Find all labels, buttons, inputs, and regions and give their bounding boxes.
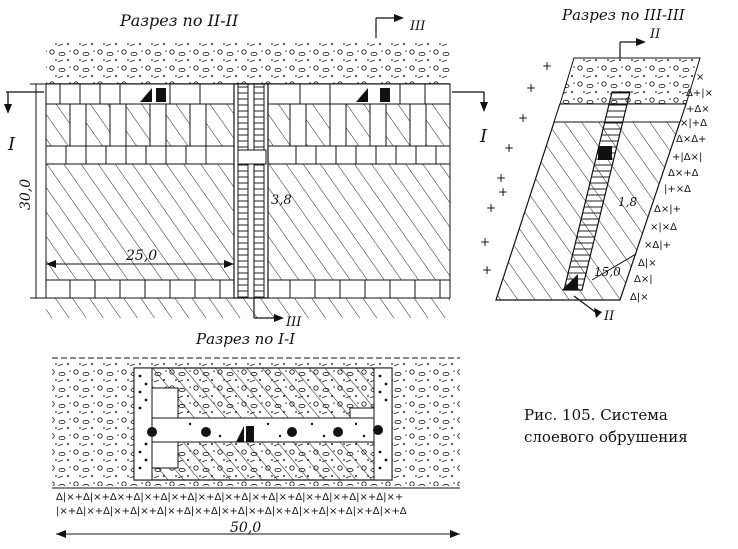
svg-text:|+×Δ: |+×Δ [664, 184, 691, 195]
inclined-rubble [559, 57, 701, 105]
svg-text:+: + [498, 185, 508, 199]
rock-symbols-left: +++ +++ +++ [480, 59, 552, 277]
marker-iii-bottom: III [285, 315, 302, 330]
svg-text:Δ+|×: Δ+|× [686, 88, 713, 99]
marker-iii-top: III [409, 19, 426, 34]
dim-raise-width: 3,8 [271, 193, 292, 208]
svg-text:×Δ|+: ×Δ|+ [644, 240, 671, 251]
svg-text:×|×Δ: ×|×Δ [650, 222, 677, 233]
section-title-i: Разрез по I-I [195, 330, 296, 348]
ground-base [46, 298, 450, 318]
drift-marker [380, 88, 390, 102]
svg-text:+: + [526, 81, 536, 95]
drift-marker [156, 88, 166, 102]
plan-wall-right [373, 367, 393, 481]
section-i-i: Разрез по I-I [52, 330, 460, 538]
pillar-row-mid [65, 146, 437, 164]
svg-text:+: + [496, 171, 506, 185]
svg-text:×: × [696, 72, 704, 83]
svg-text:+: + [480, 235, 490, 249]
svg-text:+: + [542, 59, 552, 73]
rubble-layer [46, 40, 450, 84]
svg-text:Δ|×+Δ|×+Δ×+Δ|×+Δ|×+Δ|×+Δ|×+Δ|×: Δ|×+Δ|×+Δ×+Δ|×+Δ|×+Δ|×+Δ|×+Δ|×+Δ|×+Δ|×+Δ… [56, 492, 403, 503]
svg-text:+: + [486, 201, 496, 215]
drift-marker [140, 88, 152, 102]
svg-text:Δ×|: Δ×| [634, 274, 653, 285]
svg-text:+: + [482, 263, 492, 277]
plan-wall-left [133, 367, 153, 481]
marker-i-left: I [7, 134, 16, 155]
section-ii-ii: 30,0 25,0 3,8 I I III III Разрез по II-I… [4, 11, 488, 330]
rock-symbols-right: × Δ+|× +Δ× ×|+Δ Δ×Δ+ +|Δ×| Δ×+Δ |+×Δ Δ×|+ ×|×Δ… [630, 72, 713, 303]
drift-dots [188, 422, 366, 438]
svg-text:|×+Δ|×+Δ|×+Δ|×+Δ|×+Δ|×+Δ|×+Δ|×: |×+Δ|×+Δ|×+Δ|×+Δ|×+Δ|×+Δ|×+Δ|×+Δ|×+Δ|×+Δ… [56, 506, 407, 517]
raise-ladder [253, 83, 265, 299]
dim-span: 25,0 [125, 248, 157, 264]
marker-i-right: I [479, 126, 488, 147]
caption-line-2: слоевого обрушения [524, 428, 688, 446]
raise-marker [562, 274, 578, 290]
raise-ladder [237, 83, 249, 299]
svg-text:Δ|×: Δ|× [638, 258, 657, 269]
dim-plan-length: 50,0 [230, 520, 261, 536]
marker-ii-top: II [649, 27, 661, 42]
svg-text:Δ×Δ+: Δ×Δ+ [676, 134, 706, 145]
inclined-raise [563, 91, 631, 291]
dim-height: 30,0 [18, 179, 34, 210]
svg-text:Δ|×: Δ|× [630, 292, 649, 303]
caption-line-1: Рис. 105. Система [524, 406, 668, 424]
section-iii-iii: Разрез по III-III II +++ +++ +++ ×Δ+|×+Δ… [480, 6, 713, 324]
section-title-ii: Разрез по II-II [119, 11, 239, 30]
svg-text:×|+Δ: ×|+Δ [680, 118, 707, 129]
svg-text:Δ×+Δ: Δ×+Δ [668, 168, 699, 179]
svg-text:+: + [518, 111, 528, 125]
svg-text:+Δ×: +Δ× [686, 104, 710, 115]
svg-text:+|Δ×|: +|Δ×| [672, 152, 702, 163]
raise-marker [598, 146, 612, 160]
drift-marker [356, 88, 368, 102]
plan-markers [147, 425, 383, 442]
figure-caption: Рис. 105. Система слоевого обрушения [524, 404, 734, 448]
plan-rock-rows: Δ|×+Δ|×+Δ×+Δ|×+Δ|×+Δ|×+Δ|×+Δ|×+Δ|×+Δ|×+Δ… [56, 492, 407, 517]
pillar-row-bottom [69, 280, 441, 298]
wall-dots [138, 374, 388, 470]
marker-ii-bottom: II [603, 309, 615, 324]
svg-text:+: + [504, 141, 514, 155]
section-title-iii: Разрез по III-III [561, 6, 686, 24]
dim-side-length: 15,0 [594, 265, 621, 279]
dim-angle: 1,8 [618, 195, 637, 209]
svg-text:Δ×|+: Δ×|+ [654, 204, 681, 215]
